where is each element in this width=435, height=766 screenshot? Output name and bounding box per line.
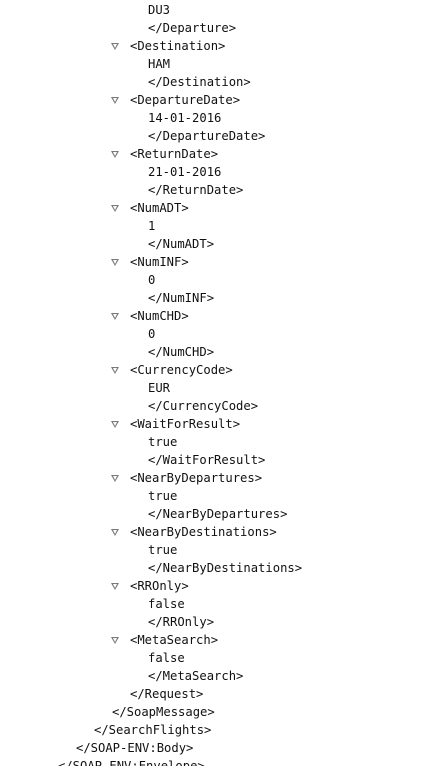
xml-node-text: </Request> [130,687,204,701]
collapse-triangle-icon[interactable] [111,475,119,482]
xml-node-text: true [148,489,178,503]
xml-element-open-row[interactable]: <MetaSearch> [0,631,435,649]
xml-element-open-row[interactable]: <CurrencyCode> [0,361,435,379]
xml-node-text: <RROnly> [130,579,189,593]
xml-node-text: false [148,651,185,665]
xml-node-text: </MetaSearch> [148,669,244,683]
xml-node-text: 14-01-2016 [148,111,222,125]
xml-node-text: false [148,597,185,611]
xml-node-row: </NumCHD> [0,343,435,361]
collapse-triangle-icon[interactable] [111,367,119,374]
xml-node-row: DU3 [0,1,435,19]
xml-node-row: </NumADT> [0,235,435,253]
xml-node-text: </NearByDestinations> [148,561,303,575]
xml-element-open-row[interactable]: <NearByDepartures> [0,469,435,487]
collapse-triangle-icon[interactable] [111,97,119,104]
xml-node-text: <NumADT> [130,201,189,215]
xml-node-text: <ReturnDate> [130,147,219,161]
xml-element-open-row[interactable]: <NearByDestinations> [0,523,435,541]
xml-element-open-row[interactable]: <RROnly> [0,577,435,595]
xml-node-row: </SoapMessage> [0,703,435,721]
xml-node-text: EUR [148,381,171,395]
xml-node-row: </CurrencyCode> [0,397,435,415]
xml-node-text: </ReturnDate> [148,183,244,197]
xml-node-text: true [148,435,178,449]
xml-node-text: </SoapMessage> [112,705,215,719]
xml-node-text: </NumADT> [148,237,215,251]
xml-node-row: </SearchFlights> [0,721,435,739]
xml-node-text: <Destination> [130,39,226,53]
xml-node-text: </CurrencyCode> [148,399,259,413]
xml-node-text: </RROnly> [148,615,215,629]
xml-node-row: 0 [0,271,435,289]
collapse-triangle-icon[interactable] [111,205,119,212]
xml-node-row: </NearByDestinations> [0,559,435,577]
xml-node-row: </Destination> [0,73,435,91]
xml-node-row: true [0,433,435,451]
xml-node-text: true [148,543,178,557]
xml-node-row: true [0,541,435,559]
collapse-triangle-icon[interactable] [111,583,119,590]
xml-node-row: false [0,649,435,667]
collapse-triangle-icon[interactable] [111,43,119,50]
xml-node-row: </Departure> [0,19,435,37]
collapse-triangle-icon[interactable] [111,151,119,158]
xml-node-text: </Departure> [148,21,237,35]
xml-node-text: 1 [148,219,156,233]
xml-node-row: 0 [0,325,435,343]
xml-node-text: <NearByDestinations> [130,525,277,539]
collapse-triangle-icon[interactable] [111,421,119,428]
xml-node-row: </NumINF> [0,289,435,307]
xml-node-text: <NearByDepartures> [130,471,263,485]
xml-element-open-row[interactable]: <NumINF> [0,253,435,271]
xml-node-row: </WaitForResult> [0,451,435,469]
xml-node-row: </ReturnDate> [0,181,435,199]
xml-node-row: </NearByDepartures> [0,505,435,523]
xml-node-text: </SOAP-ENV:Envelope> [58,759,205,766]
xml-node-row: 21-01-2016 [0,163,435,181]
collapse-triangle-icon[interactable] [111,529,119,536]
xml-node-row: EUR [0,379,435,397]
xml-node-row: </SOAP-ENV:Body> [0,739,435,757]
xml-node-text: </NearByDepartures> [148,507,288,521]
xml-node-text: </NumINF> [148,291,215,305]
xml-node-text: 0 [148,327,156,341]
xml-node-text: </SOAP-ENV:Body> [76,741,194,755]
xml-node-row: </DepartureDate> [0,127,435,145]
xml-node-row: HAM [0,55,435,73]
xml-element-open-row[interactable]: <NumCHD> [0,307,435,325]
xml-node-text: DU3 [148,3,171,17]
xml-node-row: </MetaSearch> [0,667,435,685]
collapse-triangle-icon[interactable] [111,313,119,320]
xml-node-text: </Destination> [148,75,251,89]
xml-element-open-row[interactable]: <ReturnDate> [0,145,435,163]
xml-node-row: </Request> [0,685,435,703]
xml-element-open-row[interactable]: <WaitForResult> [0,415,435,433]
xml-node-row: 14-01-2016 [0,109,435,127]
xml-node-row: </RROnly> [0,613,435,631]
xml-element-open-row[interactable]: <NumADT> [0,199,435,217]
xml-node-text: <CurrencyCode> [130,363,233,377]
xml-node-text: <NumINF> [130,255,189,269]
xml-node-text: HAM [148,57,171,71]
collapse-triangle-icon[interactable] [111,637,119,644]
xml-node-text: <MetaSearch> [130,633,219,647]
xml-node-text: </DepartureDate> [148,129,266,143]
xml-element-open-row[interactable]: <DepartureDate> [0,91,435,109]
xml-node-row: false [0,595,435,613]
xml-node-text: <DepartureDate> [130,93,241,107]
xml-element-open-row[interactable]: <Destination> [0,37,435,55]
collapse-triangle-icon[interactable] [111,259,119,266]
xml-node-text: 21-01-2016 [148,165,222,179]
xml-node-text: <WaitForResult> [130,417,241,431]
xml-node-text: </WaitForResult> [148,453,266,467]
xml-node-text: </NumCHD> [148,345,215,359]
xml-node-row: 1 [0,217,435,235]
xml-node-text: 0 [148,273,156,287]
xml-node-text: </SearchFlights> [94,723,212,737]
xml-node-text: <NumCHD> [130,309,189,323]
xml-node-row: true [0,487,435,505]
xml-node-row: </SOAP-ENV:Envelope> [0,757,435,766]
